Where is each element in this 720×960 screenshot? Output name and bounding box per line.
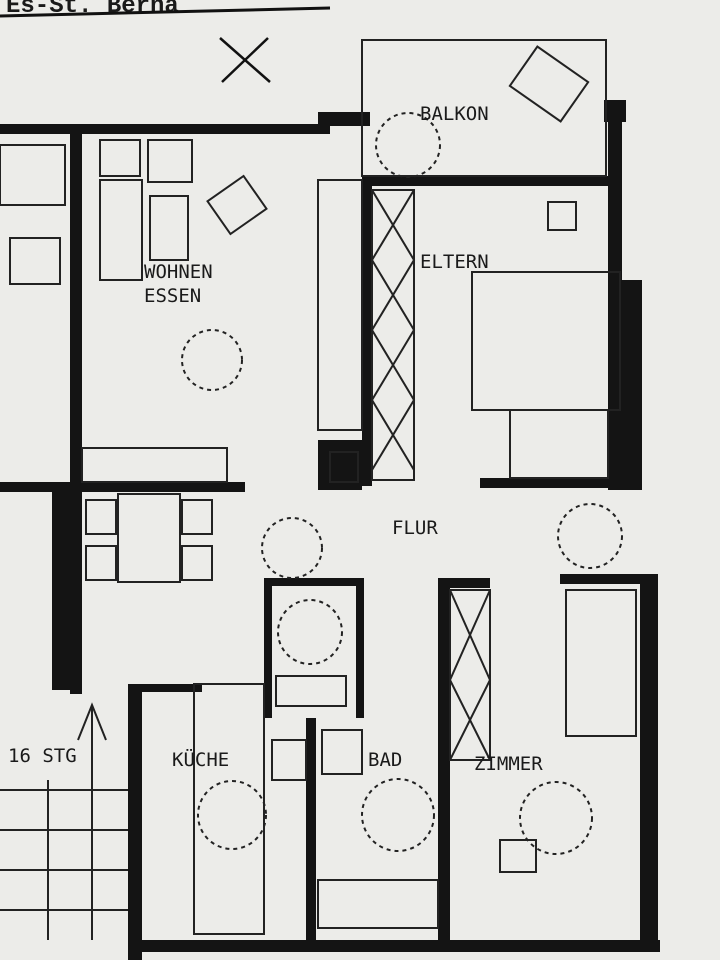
room-label-wohnen: WOHNEN <box>144 261 213 283</box>
balcony-outline <box>361 39 607 178</box>
furniture-flur-dining <box>85 493 623 583</box>
stairs-label: 16 STG <box>8 745 77 767</box>
furniture-eltern <box>329 189 621 483</box>
furniture-wet-rooms <box>193 589 637 935</box>
walls <box>0 100 660 960</box>
room-label-balkon: BALKON <box>420 103 489 125</box>
header-text: Es-St. Berna <box>6 0 179 20</box>
room-label-bad: BAD <box>368 749 402 771</box>
room-label-flur: FLUR <box>392 517 438 539</box>
header-underline <box>0 6 331 18</box>
north-marker <box>219 37 271 83</box>
room-label-zimmer: ZIMMER <box>474 753 543 775</box>
room-label-kueche: KÜCHE <box>172 748 229 771</box>
room-label-essen: ESSEN <box>144 285 201 307</box>
furniture-wohnen <box>0 139 363 483</box>
room-label-eltern: ELTERN <box>420 251 489 273</box>
staircase <box>0 702 128 940</box>
